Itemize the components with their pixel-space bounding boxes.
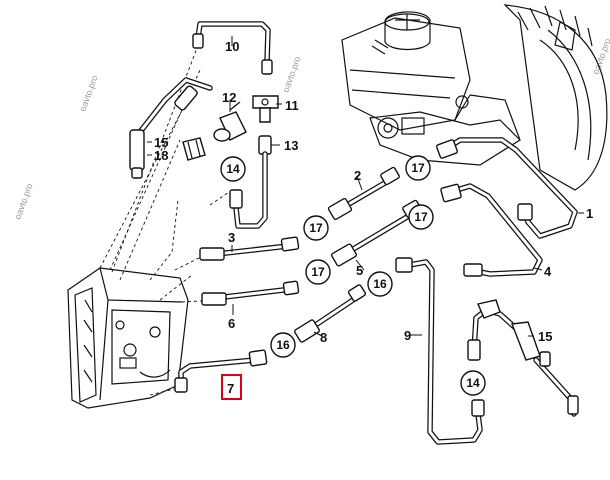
- fitting-12: [213, 101, 247, 142]
- circle-17-c: [405, 155, 431, 181]
- callout-2: 2: [354, 168, 361, 183]
- abs-hydraulic-unit: [67, 267, 189, 409]
- callout-3: 3: [228, 230, 235, 245]
- callout-5: 5: [356, 263, 363, 278]
- circle-16-a: [367, 271, 393, 297]
- callout-8: 8: [320, 330, 327, 345]
- pipe-10: [192, 21, 273, 75]
- pipe-5: [331, 199, 422, 267]
- tee-piece-11: [252, 95, 279, 123]
- callout-13: 13: [284, 138, 298, 153]
- pipe-2: [327, 166, 400, 221]
- circle-17-b: [305, 259, 331, 285]
- watermark-top: oavto.pro: [77, 74, 99, 113]
- pipe-4: [440, 183, 543, 277]
- pipe-13: [229, 135, 272, 229]
- circle-17-d: [408, 204, 434, 230]
- master-cylinder: [341, 11, 521, 166]
- hose-15-right: [467, 299, 579, 417]
- circle-14-right: [460, 370, 486, 396]
- callout-12: 12: [222, 90, 236, 105]
- circle-17-b-label: 17: [311, 265, 325, 279]
- callout-11: 11: [285, 98, 299, 113]
- circle-14-top: [220, 156, 246, 182]
- callout-7-highlight: [221, 374, 242, 400]
- callout-6: 6: [228, 316, 235, 331]
- pipe-8: [294, 284, 367, 343]
- callout-10: 10: [225, 39, 239, 54]
- pipe-9: [395, 257, 485, 445]
- pipe-1: [436, 137, 578, 239]
- circle-14-right-label: 14: [466, 376, 480, 390]
- callout-4: 4: [544, 264, 552, 279]
- watermark-left: oavto.pro: [12, 182, 34, 221]
- callout-7: 7: [227, 381, 234, 396]
- pipe-7: [174, 349, 268, 393]
- circle-16-b: [270, 332, 296, 358]
- pipe-3: [199, 236, 300, 261]
- callout-1: 1: [586, 206, 593, 221]
- circle-17-a-label: 17: [309, 221, 323, 235]
- circle-14-top-label: 14: [226, 162, 240, 176]
- callout-9: 9: [404, 328, 411, 343]
- circle-16-b-label: 16: [276, 338, 290, 352]
- circle-17-c-label: 17: [411, 161, 425, 175]
- callout-15-right: 15: [538, 329, 552, 344]
- leader-lines: [147, 36, 584, 337]
- brake-booster: [503, 4, 608, 191]
- callout-18: 18: [154, 148, 168, 163]
- watermark-mid: oavto.pro: [280, 55, 302, 94]
- hose-15-left: [129, 77, 213, 179]
- clip-18: [182, 137, 206, 161]
- callout-15-left: 15: [154, 135, 168, 150]
- circle-16-a-label: 16: [373, 277, 387, 291]
- circle-17-d-label: 17: [414, 210, 428, 224]
- circle-17-a: [303, 215, 329, 241]
- pipe-6: [201, 280, 300, 306]
